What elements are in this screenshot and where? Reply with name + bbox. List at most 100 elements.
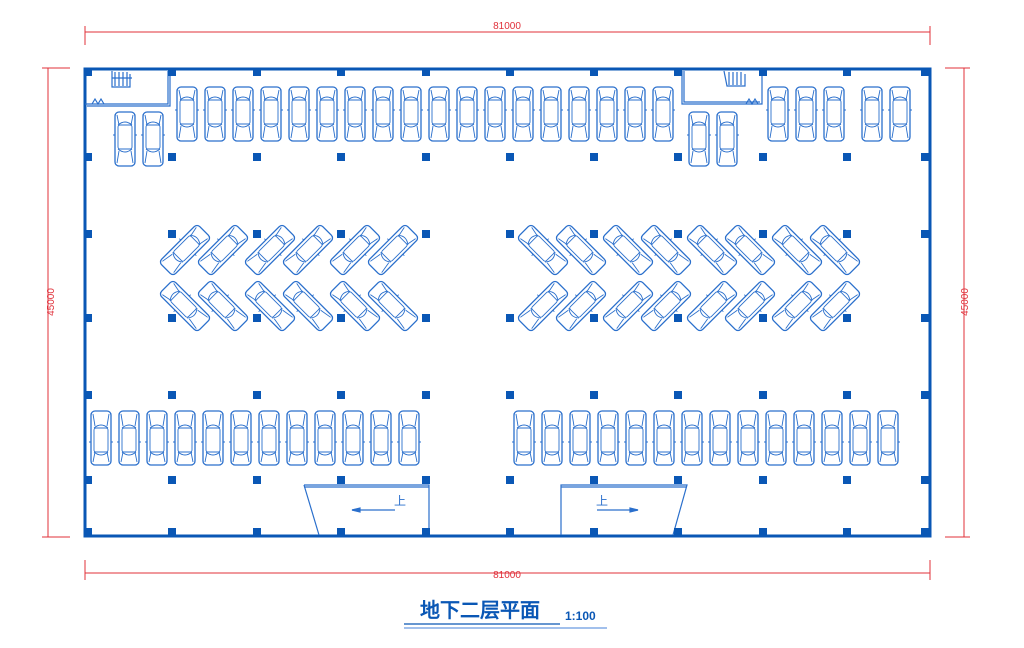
parking-car xyxy=(686,111,712,167)
parking-car xyxy=(594,86,620,142)
column xyxy=(422,153,430,161)
column xyxy=(337,391,345,399)
column xyxy=(253,528,261,536)
column xyxy=(590,476,598,484)
columns xyxy=(84,68,929,536)
parking-car xyxy=(200,410,226,466)
parking-car xyxy=(228,410,254,466)
parking-car xyxy=(284,410,310,466)
parking-car xyxy=(821,86,847,142)
column xyxy=(759,230,767,238)
parking-car xyxy=(396,410,422,466)
column xyxy=(843,476,851,484)
parking-car xyxy=(174,86,200,142)
column xyxy=(674,230,682,238)
dimension-top xyxy=(84,26,931,45)
column xyxy=(422,528,430,536)
column xyxy=(674,528,682,536)
parking-car xyxy=(765,86,791,142)
column xyxy=(84,391,92,399)
column xyxy=(84,68,92,76)
dimension-bottom xyxy=(84,560,931,580)
column xyxy=(253,230,261,238)
parking-car xyxy=(875,410,901,466)
column xyxy=(590,314,598,322)
column xyxy=(337,314,345,322)
column xyxy=(843,68,851,76)
column xyxy=(674,68,682,76)
parking-car xyxy=(735,410,761,466)
column xyxy=(921,476,929,484)
parking-car xyxy=(340,410,366,466)
parking-car xyxy=(312,410,338,466)
parking-car xyxy=(482,86,508,142)
drawing-title: 地下二层平面 xyxy=(420,598,540,622)
column xyxy=(921,391,929,399)
column xyxy=(506,153,514,161)
column xyxy=(168,391,176,399)
parking-spaces xyxy=(88,86,913,466)
column xyxy=(168,476,176,484)
stair-room-left xyxy=(85,71,171,107)
parking-car xyxy=(714,111,740,167)
parking-car xyxy=(567,410,593,466)
column xyxy=(674,476,682,484)
column xyxy=(253,153,261,161)
column xyxy=(674,153,682,161)
parking-car xyxy=(859,86,885,142)
column xyxy=(84,153,92,161)
dimension-bottom-label: 81000 xyxy=(493,570,521,581)
parking-car xyxy=(651,410,677,466)
parking-car xyxy=(595,410,621,466)
column xyxy=(337,476,345,484)
column xyxy=(590,153,598,161)
parking-car xyxy=(286,86,312,142)
stair-room-right xyxy=(681,70,763,106)
column xyxy=(759,528,767,536)
column xyxy=(843,153,851,161)
column xyxy=(843,391,851,399)
column xyxy=(843,230,851,238)
parking-car xyxy=(140,111,166,167)
column xyxy=(422,476,430,484)
column xyxy=(168,68,176,76)
parking-car xyxy=(258,86,284,142)
dimension-left-label: 45000 xyxy=(46,288,57,316)
column xyxy=(921,68,929,76)
column xyxy=(253,391,261,399)
column xyxy=(422,314,430,322)
parking-car xyxy=(707,410,733,466)
dimension-top-label: 81000 xyxy=(493,21,521,32)
column xyxy=(506,230,514,238)
column xyxy=(337,153,345,161)
parking-car xyxy=(791,410,817,466)
column xyxy=(168,528,176,536)
parking-car xyxy=(539,410,565,466)
parking-car xyxy=(202,86,228,142)
column xyxy=(84,528,92,536)
parking-car xyxy=(763,410,789,466)
column xyxy=(506,391,514,399)
parking-car xyxy=(88,410,114,466)
column xyxy=(168,314,176,322)
parking-car xyxy=(454,86,480,142)
column xyxy=(337,528,345,536)
parking-car xyxy=(370,86,396,142)
column xyxy=(921,153,929,161)
parking-car xyxy=(511,410,537,466)
column xyxy=(590,528,598,536)
column xyxy=(506,314,514,322)
column xyxy=(759,314,767,322)
parking-car xyxy=(887,86,913,142)
column xyxy=(168,153,176,161)
column xyxy=(759,476,767,484)
parking-car xyxy=(112,111,138,167)
column xyxy=(921,230,929,238)
column xyxy=(590,68,598,76)
column xyxy=(506,476,514,484)
column xyxy=(422,230,430,238)
parking-car xyxy=(314,86,340,142)
column xyxy=(759,68,767,76)
parking-car xyxy=(368,410,394,466)
